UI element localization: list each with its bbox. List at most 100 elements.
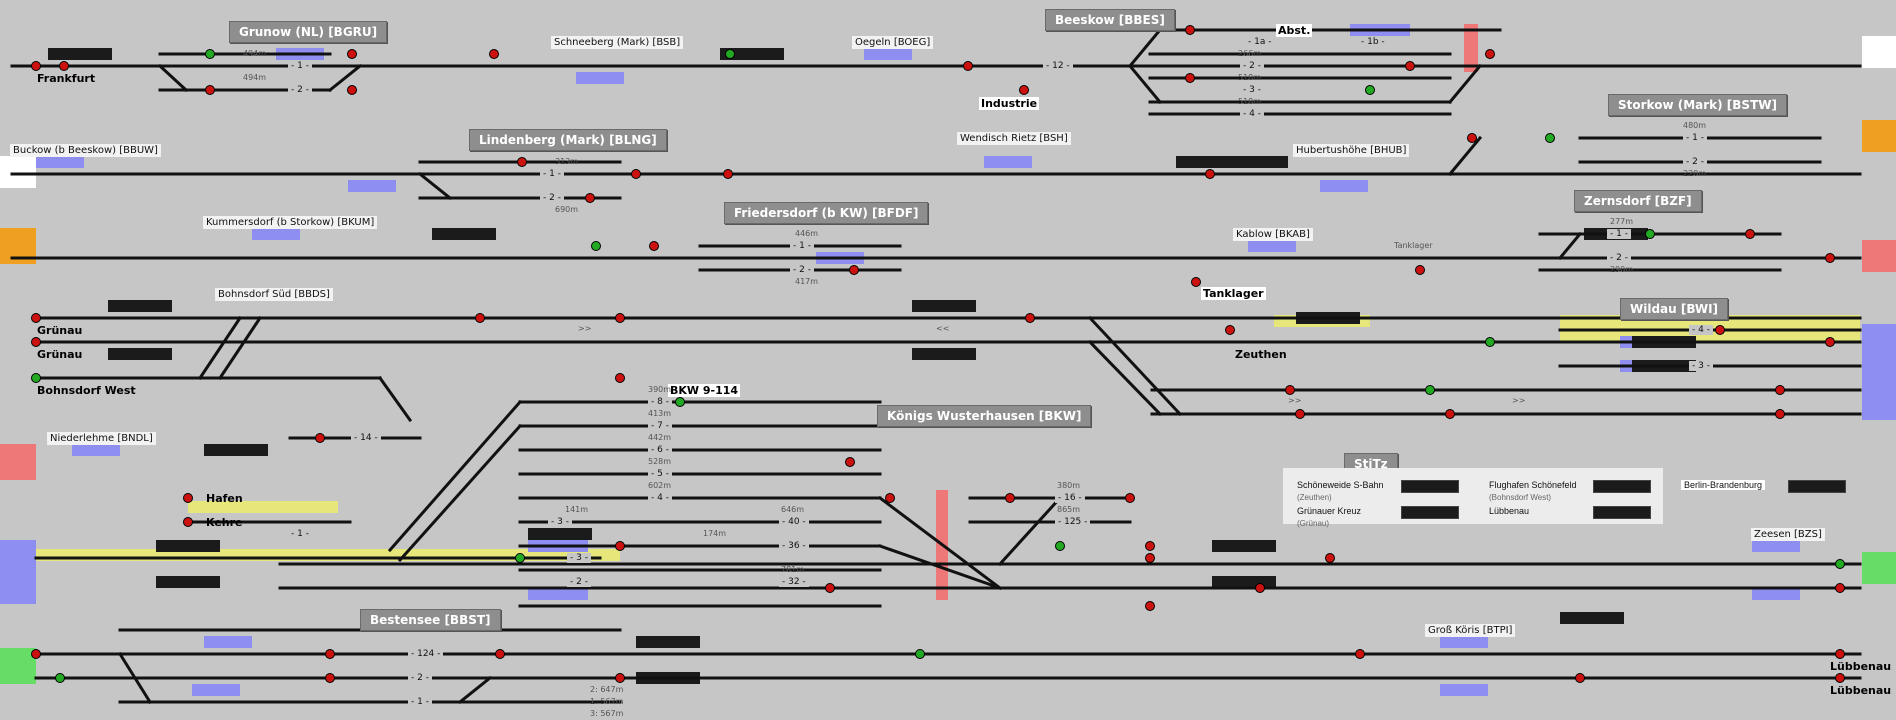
signal-light-icon[interactable] — [725, 49, 735, 59]
block-section[interactable] — [72, 444, 120, 456]
signal-light-icon[interactable] — [1365, 85, 1375, 95]
label-wendisch-rietz[interactable]: Wendisch Rietz [BSH] — [957, 132, 1071, 145]
signal-light-icon[interactable] — [1185, 73, 1195, 83]
signal-light-icon[interactable] — [1205, 169, 1215, 179]
signal-light-icon[interactable] — [915, 649, 925, 659]
signal-light-icon[interactable] — [1285, 385, 1295, 395]
signal-light-icon[interactable] — [723, 169, 733, 179]
signal-light-icon[interactable] — [845, 457, 855, 467]
signal-light-icon[interactable] — [591, 241, 601, 251]
signal-light-icon[interactable] — [1825, 337, 1835, 347]
signal-light-icon[interactable] — [615, 541, 625, 551]
signal-light-icon[interactable] — [1191, 277, 1201, 287]
signal-light-icon[interactable] — [1445, 409, 1455, 419]
station-tag-wildau[interactable]: Wildau [BWI] — [1620, 298, 1729, 320]
block-section[interactable] — [1752, 540, 1800, 552]
signal-light-icon[interactable] — [1185, 25, 1195, 35]
block-section[interactable] — [192, 684, 240, 696]
signal-light-icon[interactable] — [1255, 583, 1265, 593]
signal-light-icon[interactable] — [31, 649, 41, 659]
signal-light-icon[interactable] — [1775, 409, 1785, 419]
place-bohnsdorf-west[interactable]: Bohnsdorf West — [37, 384, 136, 397]
label-kummersdorf[interactable]: Kummersdorf (b Storkow) [BKUM] — [203, 216, 378, 229]
signal-light-icon[interactable] — [1645, 229, 1655, 239]
exit-marker[interactable] — [0, 444, 36, 480]
signal-light-icon[interactable] — [347, 85, 357, 95]
signal-light-icon[interactable] — [1005, 493, 1015, 503]
block-section[interactable] — [252, 228, 300, 240]
label-gross-koeris[interactable]: Groß Köris [BTPI] — [1425, 624, 1516, 637]
place-bkw-9-114[interactable]: BKW 9-114 — [668, 384, 741, 397]
signal-light-icon[interactable] — [1467, 133, 1477, 143]
label-kablow[interactable]: Kablow [BKAB] — [1233, 228, 1313, 241]
signal-light-icon[interactable] — [515, 553, 525, 563]
signal-light-icon[interactable] — [1835, 583, 1845, 593]
signal-light-icon[interactable] — [1715, 325, 1725, 335]
place-zeuthen[interactable]: Zeuthen — [1235, 348, 1287, 361]
signal-light-icon[interactable] — [615, 313, 625, 323]
signal-light-icon[interactable] — [1825, 253, 1835, 263]
label-zeesen[interactable]: Zeesen [BZS] — [1751, 528, 1825, 541]
signal-light-icon[interactable] — [489, 49, 499, 59]
signal-light-icon[interactable] — [325, 649, 335, 659]
label-bohnsdorf-sued[interactable]: Bohnsdorf Süd [BBDS] — [215, 288, 333, 301]
signal-light-icon[interactable] — [1405, 61, 1415, 71]
signal-light-icon[interactable] — [183, 517, 193, 527]
place-industrie[interactable]: Industrie — [979, 97, 1040, 110]
label-hubertushoehe[interactable]: Hubertushöhe [BHUB] — [1293, 144, 1410, 157]
place-frankfurt[interactable]: Frankfurt — [37, 72, 96, 85]
block-section[interactable] — [1440, 636, 1488, 648]
signal-light-icon[interactable] — [495, 649, 505, 659]
label-schneeberg[interactable]: Schneeberg (Mark) [BSB] — [551, 36, 684, 49]
signal-light-icon[interactable] — [1835, 649, 1845, 659]
exit-marker[interactable] — [0, 156, 36, 188]
station-tag-lindenberg[interactable]: Lindenberg (Mark) [BLNG] — [469, 129, 667, 151]
exit-marker[interactable] — [0, 648, 36, 684]
signal-light-icon[interactable] — [1425, 385, 1435, 395]
signal-light-icon[interactable] — [615, 673, 625, 683]
exit-marker[interactable] — [0, 540, 36, 604]
station-tag-storkow[interactable]: Storkow (Mark) [BSTW] — [1608, 94, 1787, 116]
signal-light-icon[interactable] — [1745, 229, 1755, 239]
signal-light-icon[interactable] — [1485, 337, 1495, 347]
signal-light-icon[interactable] — [205, 85, 215, 95]
signal-light-icon[interactable] — [59, 61, 69, 71]
signal-light-icon[interactable] — [315, 433, 325, 443]
signal-light-icon[interactable] — [517, 157, 527, 167]
signal-light-icon[interactable] — [1835, 673, 1845, 683]
exit-marker[interactable] — [1862, 36, 1896, 68]
exit-marker[interactable] — [1862, 120, 1896, 152]
station-tag-bestensee[interactable]: Bestensee [BBST] — [360, 609, 501, 631]
exit-marker[interactable] — [1862, 240, 1896, 272]
stitz-row-ber[interactable]: Berlin-Brandenburg — [1681, 480, 1766, 490]
signal-light-icon[interactable] — [325, 673, 335, 683]
signal-light-icon[interactable] — [825, 583, 835, 593]
signal-light-icon[interactable] — [1019, 85, 1029, 95]
signal-light-icon[interactable] — [347, 49, 357, 59]
signal-light-icon[interactable] — [885, 493, 895, 503]
signal-light-icon[interactable] — [31, 61, 41, 71]
occupied-block[interactable] — [1464, 24, 1478, 72]
signal-light-icon[interactable] — [1835, 559, 1845, 569]
signal-light-icon[interactable] — [1775, 385, 1785, 395]
signal-light-icon[interactable] — [1125, 493, 1135, 503]
place-abst[interactable]: Abst. — [1276, 24, 1313, 37]
place-kehre[interactable]: Kehre — [206, 516, 243, 529]
signal-light-icon[interactable] — [849, 265, 859, 275]
exit-marker[interactable] — [1862, 552, 1896, 584]
stitz-row-luebbenau[interactable]: Lübbenau — [1489, 506, 1530, 516]
station-tag-zernsdorf[interactable]: Zernsdorf [BZF] — [1574, 190, 1702, 212]
station-tag-grunow[interactable]: Grunow (NL) [BGRU] — [229, 21, 388, 43]
block-section[interactable] — [864, 48, 912, 60]
place-luebbenau-2[interactable]: Lübbenau — [1830, 684, 1892, 697]
label-niederlehme[interactable]: Niederlehme [BNDL] — [47, 432, 156, 445]
signal-light-icon[interactable] — [1145, 541, 1155, 551]
signal-light-icon[interactable] — [31, 337, 41, 347]
station-tag-koenigs[interactable]: Königs Wusterhausen [BKW] — [877, 405, 1092, 427]
signal-light-icon[interactable] — [1295, 409, 1305, 419]
station-tag-beeskow[interactable]: Beeskow [BBES] — [1045, 9, 1175, 31]
signal-light-icon[interactable] — [31, 373, 41, 383]
label-buckow[interactable]: Buckow (b Beeskow) [BBUW] — [10, 144, 161, 157]
signal-light-icon[interactable] — [205, 49, 215, 59]
stitz-row-flughafen[interactable]: Flughafen Schönefeld — [1489, 480, 1577, 490]
